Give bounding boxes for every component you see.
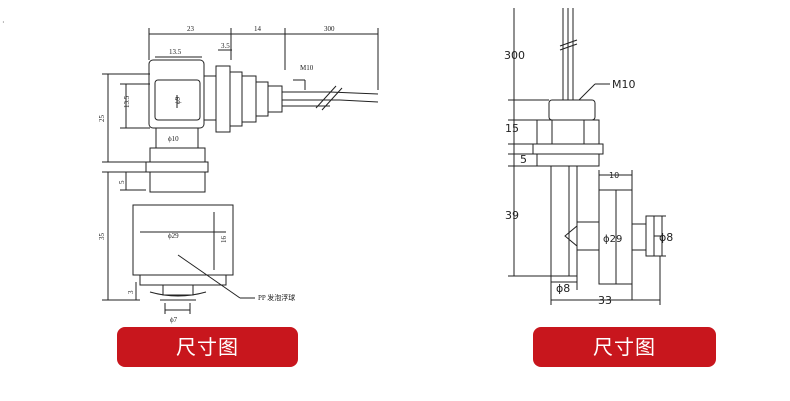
dim-r-300: 300	[504, 49, 525, 62]
dim-r-m10: M10	[612, 78, 636, 91]
dim-h-13-5: 13.5	[123, 95, 131, 108]
material-label: PP 发泡浮球	[258, 293, 295, 302]
dim-h-25: 25	[98, 115, 106, 123]
dim-top-300: 300	[324, 25, 335, 33]
dim-r-5: 5	[520, 153, 527, 166]
dim-r-phi-8-right: ϕ8	[659, 231, 673, 244]
caption-left: 尺寸图	[117, 327, 298, 367]
dim-phi-29: ϕ29	[168, 232, 179, 240]
dim-top-14: 14	[254, 25, 262, 33]
dim-r-phi-29: ϕ29	[603, 234, 622, 245]
dim-r-33: 33	[598, 294, 612, 307]
dim-m10: M10	[300, 64, 314, 72]
dim-r-phi-8-bottom: ϕ8	[556, 282, 570, 295]
corner-mark: ·	[2, 18, 5, 27]
dim-r-39: 39	[505, 209, 519, 222]
dim-r-15: 15	[505, 122, 519, 135]
dim-phi-10: ϕ10	[168, 135, 179, 143]
dim-phi-7: ϕ7	[170, 316, 178, 324]
dim-phi-9: ϕ9	[174, 96, 182, 104]
dim-r-10: 10	[609, 171, 619, 180]
caption-right: 尺寸图	[533, 327, 716, 367]
dim-13-5: 13.5	[169, 48, 182, 56]
dim-h-5: 5	[118, 180, 126, 184]
dim-h-16: 16	[220, 236, 228, 244]
dim-h-3: 3	[127, 290, 135, 294]
dim-3-5: 3.5	[221, 42, 230, 50]
dim-top-23: 23	[187, 25, 195, 33]
dim-h-35: 35	[98, 233, 106, 241]
